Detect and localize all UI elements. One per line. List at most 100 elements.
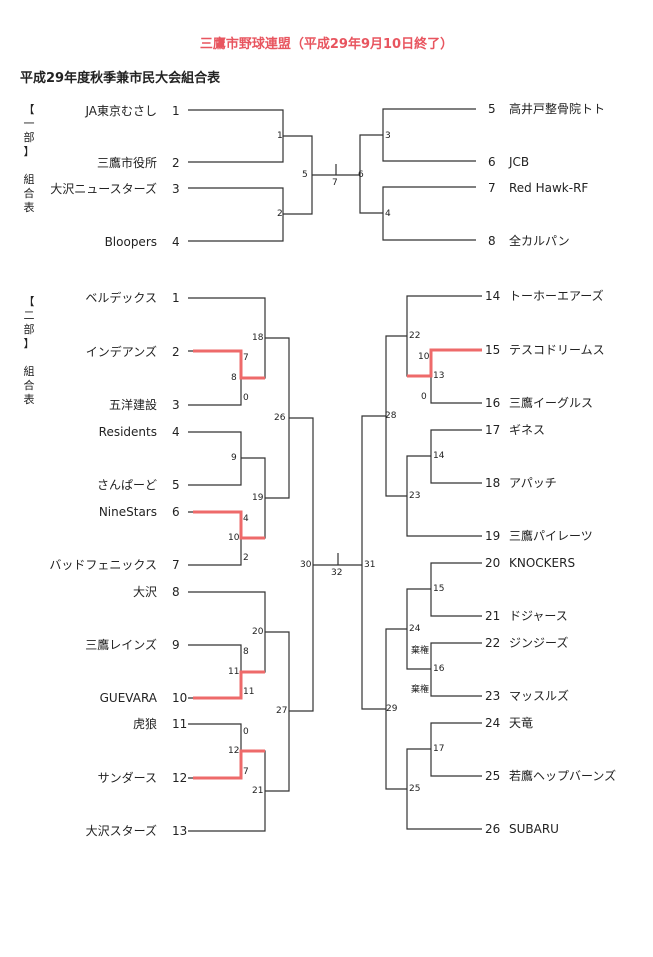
team-number: 3 <box>172 398 180 412</box>
match-mark: 7 <box>243 353 249 363</box>
match-mark: 30 <box>300 560 312 570</box>
division-2-name: 二部 <box>23 309 35 336</box>
team-number: 2 <box>172 345 180 359</box>
match-mark: 17 <box>433 744 445 754</box>
team-number: 4 <box>172 425 180 439</box>
match-mark: 7 <box>332 178 338 188</box>
team-name: GUEVARA <box>99 691 157 705</box>
team-name: 三鷹市役所 <box>96 156 157 170</box>
team-name: KNOCKERS <box>509 556 576 570</box>
match-mark: 26 <box>274 413 286 423</box>
match-mark: 10 <box>418 352 430 362</box>
team-name: アパッチ <box>509 476 557 490</box>
match-mark: 4 <box>385 209 391 219</box>
team-number: 17 <box>485 423 501 437</box>
match-mark: 6 <box>358 170 364 180</box>
match-mark: 10 <box>228 533 240 543</box>
team-name: インデアンズ <box>85 345 157 359</box>
match-mark: 0 <box>243 393 249 403</box>
team-name: JCB <box>509 155 530 169</box>
team-name: Red Hawk-RF <box>509 181 589 195</box>
team-name: 三鷹イーグルス <box>509 396 594 410</box>
match-mark: 13 <box>433 371 445 381</box>
team-number: 20 <box>485 556 501 570</box>
match-mark: 2 <box>243 553 249 563</box>
team-number: 8 <box>172 585 180 599</box>
team-number: 25 <box>485 769 501 783</box>
division-2-bracket-open: 【 <box>23 295 35 308</box>
winner-path <box>193 749 265 780</box>
team-name: 三鷹レインズ <box>85 638 157 652</box>
team-number: 11 <box>172 717 188 731</box>
bracket-connector <box>361 415 386 710</box>
team-number: 21 <box>485 609 501 623</box>
winner-path <box>407 348 482 378</box>
match-mark: 20 <box>252 627 264 637</box>
team-number: 22 <box>485 636 501 650</box>
match-mark: 7 <box>243 767 249 777</box>
team-number: 16 <box>485 396 501 410</box>
match-mark: 0 <box>243 727 249 737</box>
match-mark: 31 <box>364 560 376 570</box>
match-mark: 25 <box>409 784 421 794</box>
match-mark: 8 <box>243 647 249 657</box>
team-name: NineStars <box>98 505 157 519</box>
winner-path <box>193 510 265 540</box>
team-number: 26 <box>485 822 501 836</box>
team-name: さんぱーど <box>96 478 157 492</box>
team-name: 五洋建設 <box>108 398 157 412</box>
team-name: 三鷹パイレーツ <box>509 529 593 543</box>
bracket-connector <box>188 109 284 163</box>
match-mark: 11 <box>228 667 240 677</box>
match-mark: 16 <box>433 664 445 674</box>
team-name: 全カルパン <box>509 234 570 248</box>
team-number: 3 <box>172 182 180 196</box>
team-number: 23 <box>485 689 501 703</box>
match-mark: 27 <box>276 706 288 716</box>
team-number: 19 <box>485 529 501 543</box>
match-mark: 28 <box>385 411 397 421</box>
team-name: バッドフェニックス <box>49 558 157 572</box>
match-mark: 5 <box>302 170 308 180</box>
division-2-label: 【 二部 】 組合表 <box>22 295 36 407</box>
team-number: 1 <box>172 104 180 118</box>
team-name: 若鷹ヘップバーンズ <box>509 769 617 783</box>
team-number: 10 <box>172 691 188 705</box>
division-1-name: 一部 <box>23 117 35 144</box>
team-name: ジンジーズ <box>509 636 569 650</box>
match-mark: 1 <box>277 131 283 141</box>
division-2-bracket-close: 】 <box>23 337 35 350</box>
match-mark: 32 <box>331 568 343 578</box>
team-name: マッスルズ <box>509 689 570 703</box>
page-title: 三鷹市野球連盟（平成29年9月10日終了） <box>199 37 454 52</box>
division-1-bracket-open: 【 <box>23 103 35 116</box>
team-name: Bloopers <box>104 235 157 249</box>
team-name: 虎狼 <box>132 717 157 731</box>
match-mark: 11 <box>243 687 255 697</box>
match-mark: 14 <box>433 451 445 461</box>
division-1-suffix: 組合表 <box>23 173 35 214</box>
team-number: 18 <box>485 476 501 490</box>
division-2-suffix: 組合表 <box>23 365 35 406</box>
match-mark: 24 <box>409 624 421 634</box>
team-number: 7 <box>172 558 180 572</box>
match-mark: 12 <box>228 746 240 756</box>
team-number: 5 <box>172 478 180 492</box>
team-number: 8 <box>488 234 496 248</box>
team-name: トーホーエアーズ <box>509 289 604 303</box>
team-name: 大沢スターズ <box>85 824 157 838</box>
match-mark: 3 <box>385 131 391 141</box>
team-name: テスコドリームス <box>509 343 605 357</box>
division-1-label: 【 一部 】 組合表 <box>22 103 36 215</box>
match-mark: 23 <box>409 491 421 501</box>
match-mark: 8 <box>231 373 237 383</box>
division-1-bracket-close: 】 <box>23 145 35 158</box>
team-number: 12 <box>172 771 188 785</box>
winner-path <box>193 670 265 700</box>
bracket-connector <box>382 108 476 162</box>
match-mark: 9 <box>231 453 237 463</box>
match-mark: 2 <box>277 209 283 219</box>
team-name: JA東京むさし <box>85 104 157 118</box>
match-mark: 棄権 <box>411 685 430 695</box>
match-mark: 4 <box>243 514 249 524</box>
